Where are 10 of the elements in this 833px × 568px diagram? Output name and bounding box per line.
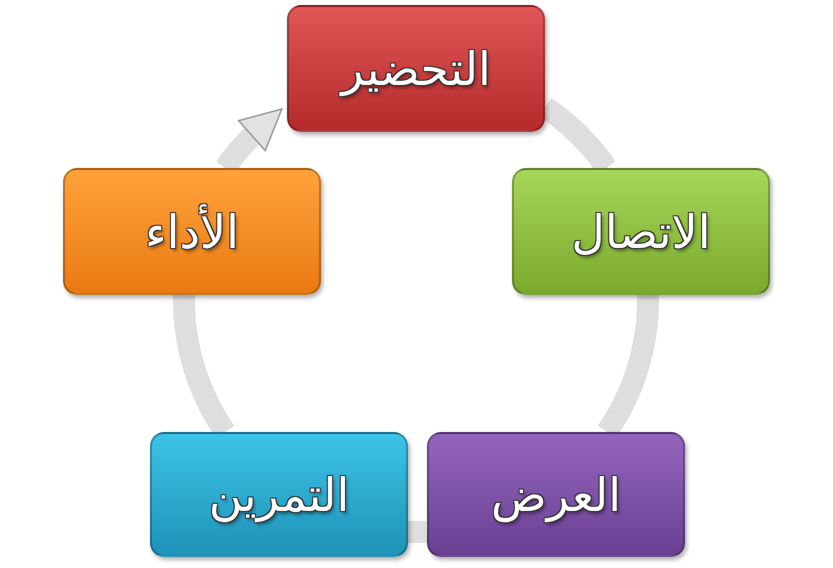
step-box (63, 168, 321, 295)
step-label: الاتصال (571, 204, 711, 258)
step-label: الأداء (145, 204, 239, 258)
step-label: التمرين (208, 468, 350, 522)
step-box (512, 168, 770, 295)
step-box (150, 432, 408, 557)
step-label: التحضير (341, 42, 491, 96)
step-box (427, 432, 685, 557)
step-box (287, 5, 545, 132)
step-label: العرض (491, 468, 621, 522)
